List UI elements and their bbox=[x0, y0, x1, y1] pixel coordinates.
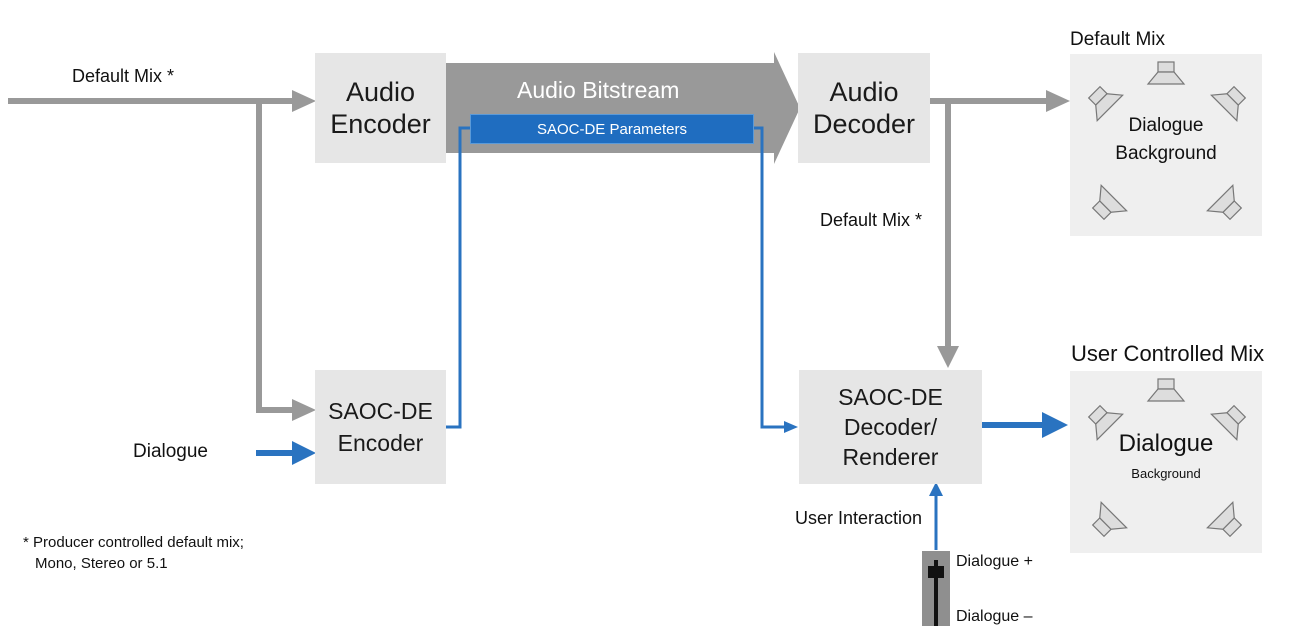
speaker-icon bbox=[1146, 61, 1186, 85]
user-controlled-mix-title: User Controlled Mix bbox=[1071, 341, 1265, 366]
user-mix-background-label: Background bbox=[1131, 466, 1201, 481]
default-mix-dialogue-label: Dialogue bbox=[1128, 115, 1204, 136]
speaker-icon bbox=[1210, 85, 1247, 122]
default-mix-speakers bbox=[1087, 61, 1247, 221]
user-interaction-label: User Interaction bbox=[795, 508, 923, 528]
speaker-icon bbox=[1146, 378, 1186, 402]
speaker-icon bbox=[1206, 184, 1243, 221]
speaker-icon bbox=[1091, 184, 1128, 221]
speaker-icon bbox=[1206, 501, 1243, 538]
speaker-icon bbox=[1091, 501, 1128, 538]
user-mix-speakers bbox=[1087, 378, 1247, 538]
saoc-de-decoder-renderer-block: SAOC-DE Decoder/ Renderer bbox=[799, 370, 982, 484]
speaker-icon bbox=[1087, 404, 1124, 441]
default-mix-speaker-layout: Dialogue Background bbox=[1070, 54, 1262, 236]
default-mix-background-label: Background bbox=[1115, 143, 1217, 164]
saoc-de-encoder-block: SAOC-DE Encoder bbox=[315, 370, 446, 484]
audio-encoder-label: Audio Encoder bbox=[330, 77, 431, 139]
input-default-mix-label: Default Mix * bbox=[72, 66, 175, 86]
input-default-mix-path bbox=[8, 90, 316, 421]
audio-encoder-block: Audio Encoder bbox=[315, 53, 446, 163]
audio-decoder-block: Audio Decoder bbox=[798, 53, 930, 163]
dialogue-input-arrow bbox=[256, 441, 316, 465]
footnote-line-1: * Producer controlled default mix; bbox=[23, 534, 244, 551]
fader-minus-label: Dialogue – bbox=[956, 608, 1033, 625]
saoc-de-encoder-label: SAOC-DE Encoder bbox=[328, 398, 433, 456]
param-arrowhead bbox=[784, 421, 798, 433]
user-mix-dialogue-label: Dialogue bbox=[1118, 430, 1214, 457]
audio-decoder-label: Audio Decoder bbox=[812, 77, 916, 139]
decoder-default-mix-label: Default Mix * bbox=[820, 210, 923, 230]
footnote-line-2: Mono, Stereo or 5.1 bbox=[35, 555, 168, 572]
fader-plus-label: Dialogue + bbox=[956, 553, 1033, 570]
audio-bitstream-arrow bbox=[446, 52, 800, 164]
user-mix-speaker-layout: Dialogue Background bbox=[1070, 371, 1262, 553]
speaker-icon bbox=[1210, 404, 1247, 441]
fader-icon bbox=[922, 551, 950, 626]
saoc-parameter-path bbox=[446, 126, 786, 429]
dialogue-input-label: Dialogue bbox=[133, 441, 208, 462]
saoc-de-decoder-label: SAOC-DE Decoder/ Renderer bbox=[838, 384, 943, 470]
user-mix-output-arrow bbox=[982, 412, 1068, 438]
default-mix-title: Default Mix bbox=[1070, 29, 1166, 50]
saoc-de-parameters-bar: SAOC-DE Parameters bbox=[470, 114, 754, 144]
saoc-de-parameters-label: SAOC-DE Parameters bbox=[536, 120, 688, 138]
audio-bitstream-label: Audio Bitstream bbox=[517, 77, 680, 103]
decoder-output-path bbox=[930, 90, 1070, 368]
speaker-icon bbox=[1087, 85, 1124, 122]
user-interaction-arrow bbox=[929, 482, 943, 550]
